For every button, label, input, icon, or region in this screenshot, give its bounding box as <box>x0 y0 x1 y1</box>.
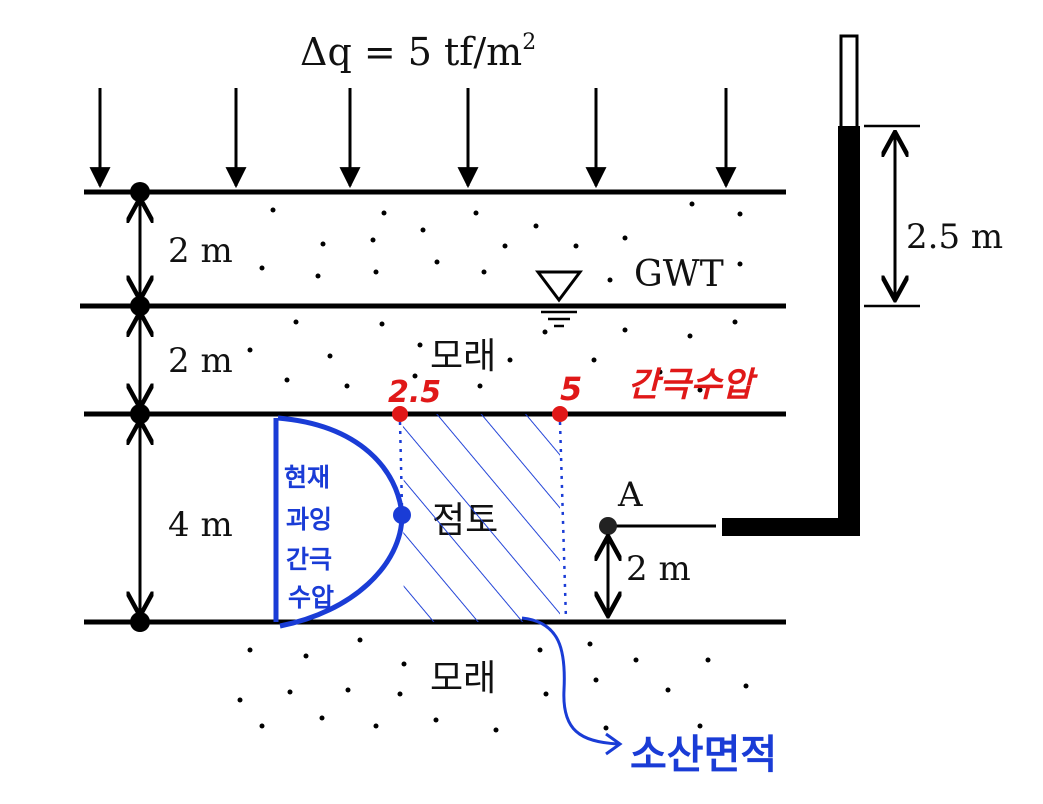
water-table-symbol <box>535 270 583 328</box>
point-a-marker <box>599 517 716 616</box>
piezometer-tube-water <box>838 126 860 536</box>
top-sand-label: 모래 <box>430 336 496 377</box>
excess-pore-line-1: 현재 <box>284 463 330 492</box>
excess-pore-line-4: 수압 <box>288 583 334 612</box>
top-sand-thickness-label: 2 m <box>168 231 233 271</box>
piezometer-head-label: 2.5 m <box>906 217 1003 257</box>
excess-pore-line-2: 과잉 <box>286 505 332 534</box>
pressure-right-point <box>552 406 568 422</box>
clay-thickness-label: 4 m <box>168 505 233 545</box>
point-a-depth-label: 2 m <box>626 549 691 589</box>
point-a-label: A <box>617 475 643 515</box>
mid-sand-thickness-label: 2 m <box>168 341 233 381</box>
dissipated-area-hatch <box>402 414 560 622</box>
sand-dots <box>237 201 749 733</box>
pressure-left-value: 2.5 <box>388 375 441 410</box>
curve-peak-point <box>393 506 411 524</box>
piezometer <box>722 34 920 536</box>
gwt-label: GWT <box>634 254 724 295</box>
pressure-left-point <box>392 406 408 422</box>
pressure-right-value: 5 <box>560 370 582 408</box>
depth-dimension <box>130 182 150 632</box>
dissipated-area-pointer <box>521 616 619 746</box>
pore-pressure-label: 간극수압 <box>628 365 759 405</box>
depth-node <box>130 404 150 424</box>
dissipated-area-label: 소산면적 <box>630 732 777 778</box>
bottom-sand-label: 모래 <box>430 658 496 699</box>
depth-node <box>130 612 150 632</box>
depth-node <box>130 182 150 202</box>
excess-pore-label: 현재 과잉 간극 수압 <box>284 463 334 612</box>
piezometer-tube-empty <box>839 34 859 130</box>
surface-load-arrows <box>89 88 737 189</box>
load-label: Δq = 5 tf/m2 <box>300 30 536 74</box>
excess-pore-line-3: 간극 <box>286 545 332 574</box>
piezometer-horizontal-pipe <box>722 518 860 536</box>
depth-node <box>130 296 150 316</box>
initial-pressure-dotted-line <box>558 421 568 621</box>
dissipated-area-pointer-head <box>605 732 623 756</box>
